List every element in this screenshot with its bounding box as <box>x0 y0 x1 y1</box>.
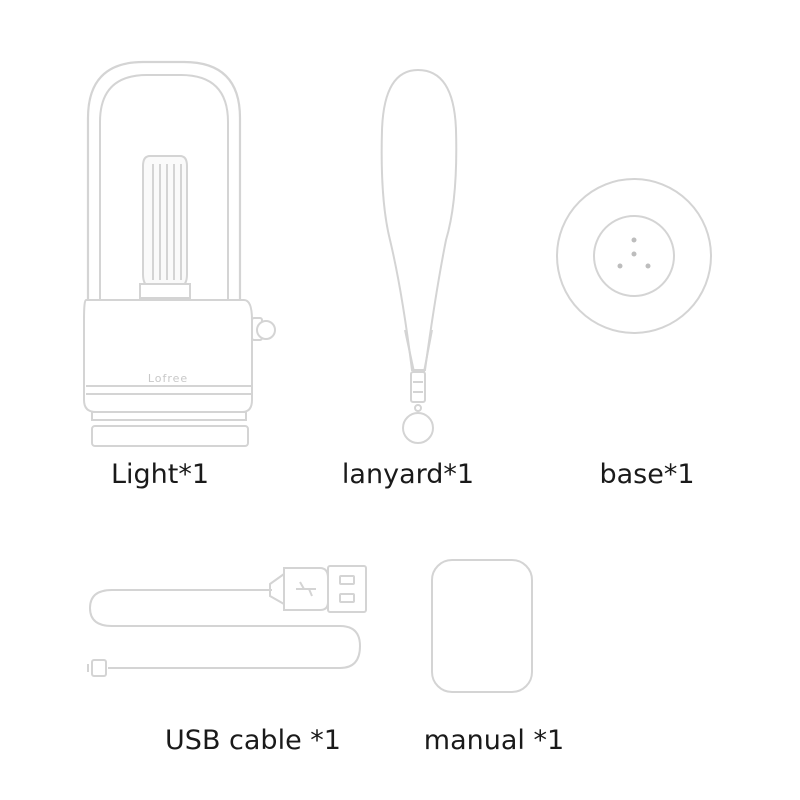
lamp-brand-text: Lofree <box>148 372 188 385</box>
manual-label: manual *1 <box>423 725 565 756</box>
usb-cable-label: USB cable *1 <box>165 725 341 756</box>
base-label: base*1 <box>599 459 695 490</box>
usb-cable-icon <box>87 565 367 677</box>
lamp-icon <box>83 60 276 447</box>
light-label: Light*1 <box>110 459 210 490</box>
manual-icon <box>431 559 533 693</box>
lanyard-label: lanyard*1 <box>341 459 475 490</box>
lanyard-icon <box>380 68 458 444</box>
base-icon <box>556 178 712 334</box>
